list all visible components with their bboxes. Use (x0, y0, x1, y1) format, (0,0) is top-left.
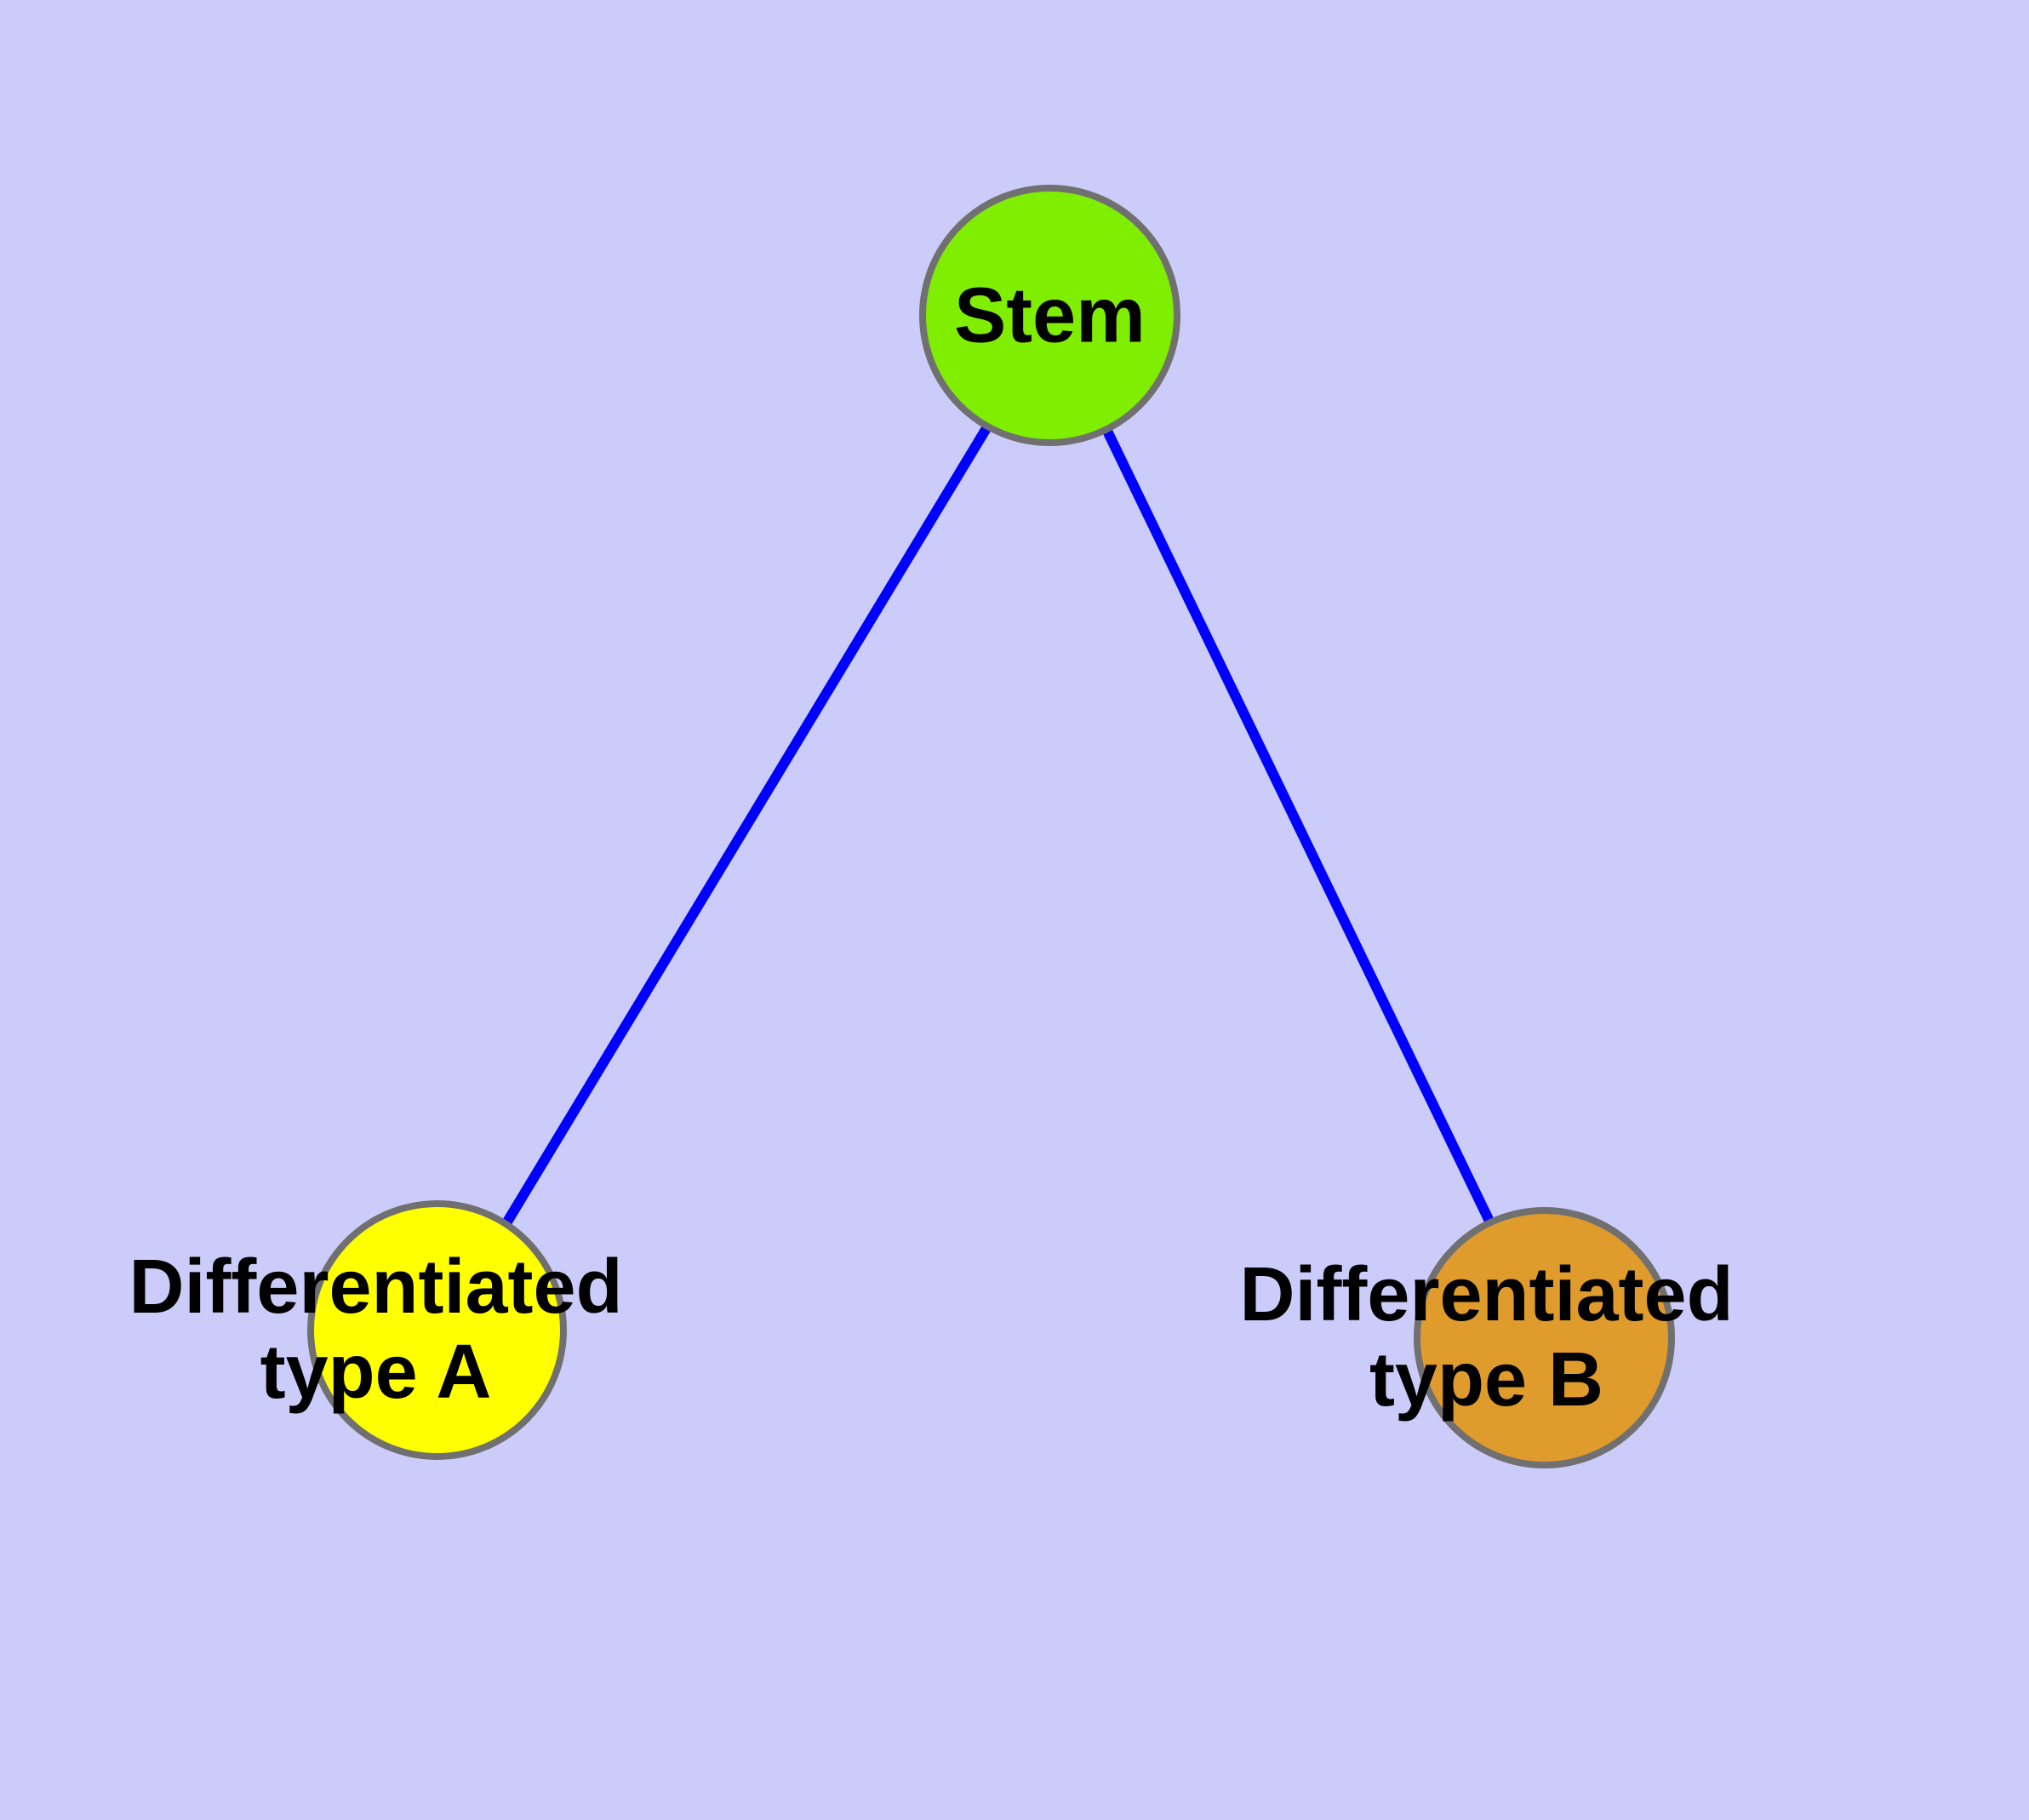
node-stem[interactable]: Stem (919, 185, 1180, 446)
node-differentiated-type-a[interactable]: Differentiated type A (129, 1200, 623, 1460)
node-differentiated-type-b[interactable]: Differentiated type B (1239, 1207, 1734, 1468)
node-stem-label: Stem (954, 271, 1146, 358)
edge-stem-to-differentiated-type-b[interactable] (1048, 316, 1552, 1343)
edge-stem-to-differentiated-type-a[interactable] (435, 315, 1058, 1336)
